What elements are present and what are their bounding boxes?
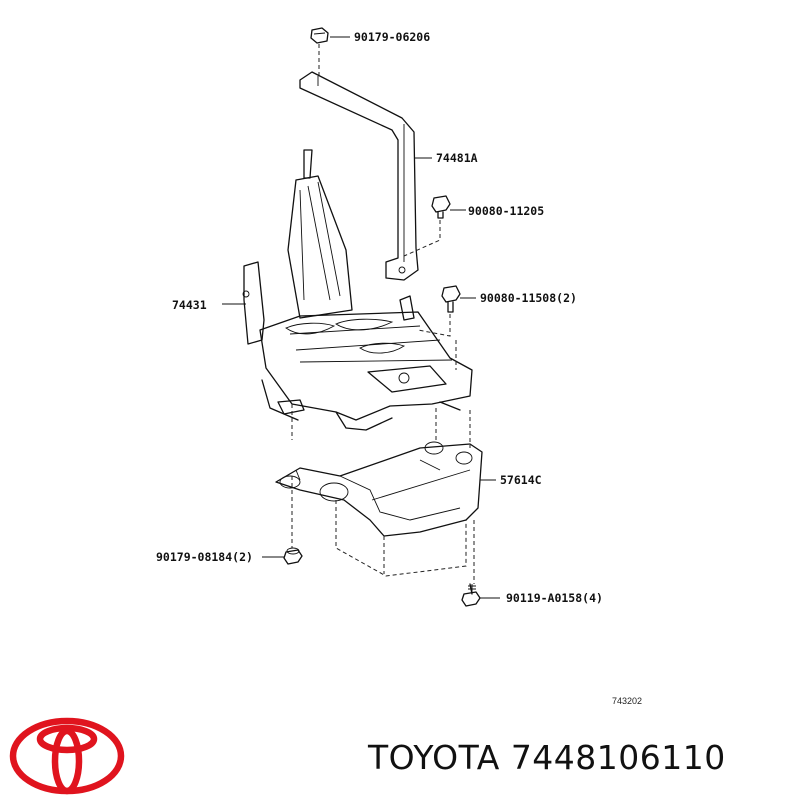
callout-bolt-90080-11508: 90080-11508(2) bbox=[480, 291, 577, 305]
callout-bolt-90179-06206: 90179-06206 bbox=[354, 30, 430, 44]
leader-lines bbox=[222, 36, 500, 599]
callout-under-cover-57614C: 57614C bbox=[500, 473, 542, 487]
nut-90179-08184 bbox=[283, 547, 303, 565]
bolt-90179-06206 bbox=[310, 27, 329, 76]
callout-bolt-90080-11205: 90080-11205 bbox=[468, 204, 544, 218]
battery-tray-74431 bbox=[242, 149, 473, 431]
callout-tray-74431: 74431 bbox=[172, 298, 207, 312]
callout-nut-90179-08184: 90179-08184(2) bbox=[156, 550, 253, 564]
bolt-90080-11508 bbox=[417, 285, 461, 370]
logo-ellipses bbox=[9, 717, 125, 795]
assembly-lines bbox=[291, 404, 475, 584]
bracket-74481A bbox=[299, 71, 419, 281]
brand-part-number-caption: TOYOTA 7448106110 bbox=[368, 738, 726, 777]
callout-bracket-74481A: 74481A bbox=[436, 151, 478, 165]
under-cover-57614C bbox=[275, 441, 483, 537]
figure-reference-number: 743202 bbox=[612, 696, 642, 706]
bolt-90119-A0158 bbox=[461, 583, 481, 607]
toyota-logo-icon bbox=[9, 717, 125, 795]
bolt-90080-11205 bbox=[403, 195, 451, 257]
callout-bolt-90119-A0158: 90119-A0158(4) bbox=[506, 591, 603, 605]
